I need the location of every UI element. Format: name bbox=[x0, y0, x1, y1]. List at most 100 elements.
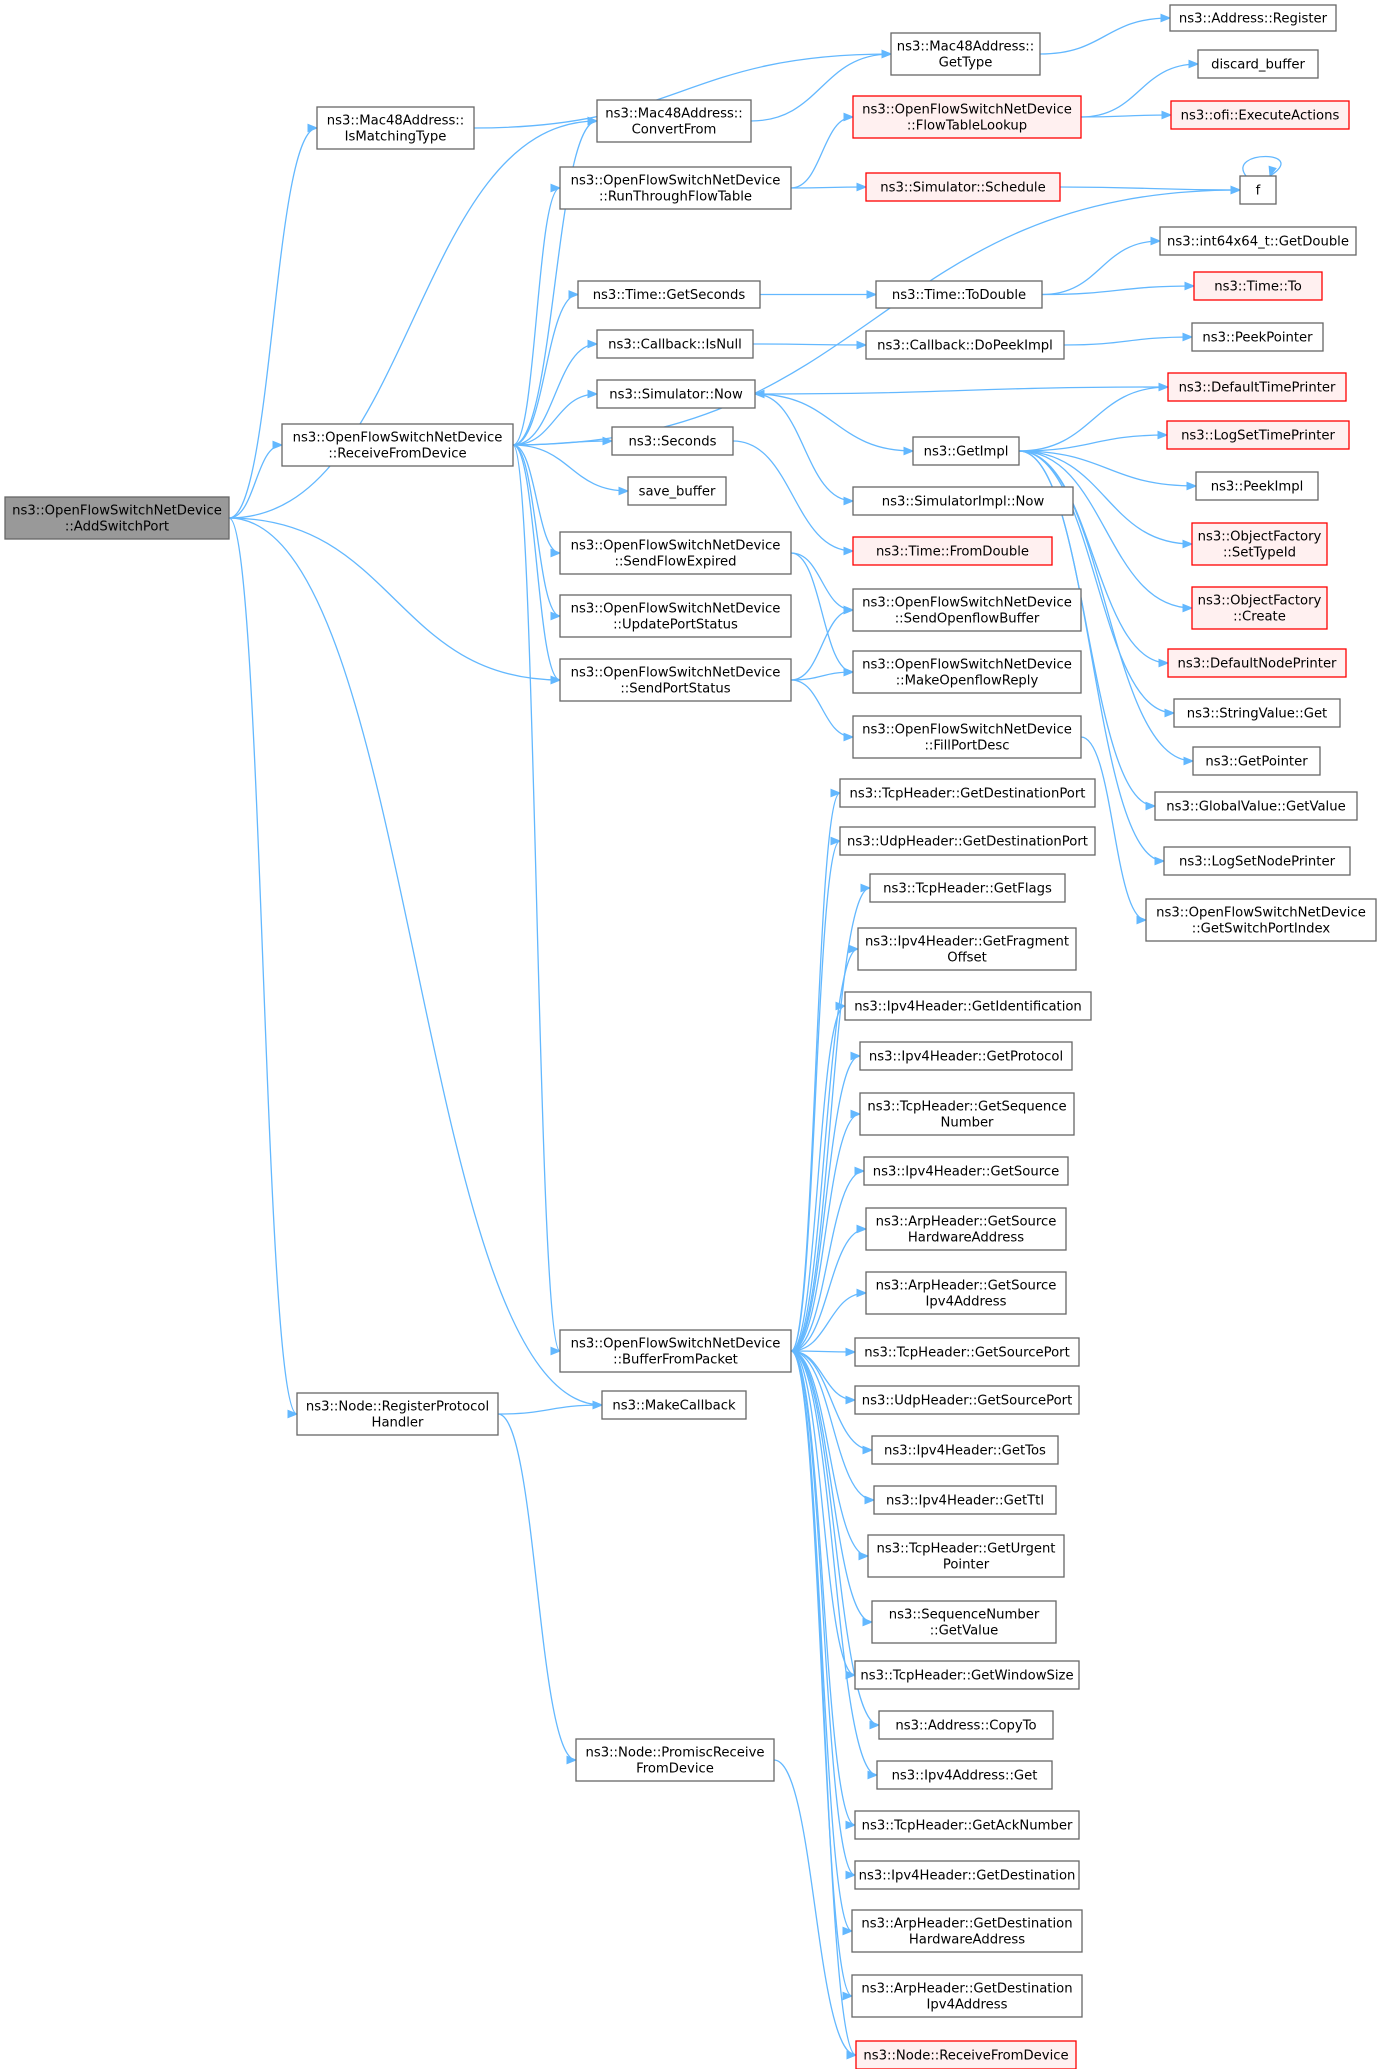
node-seqgetval[interactable]: ns3::SequenceNumber::GetValue bbox=[871, 1600, 1057, 1644]
node-isnull[interactable]: ns3::Callback::IsNull bbox=[596, 329, 754, 359]
edge-buffrompkt-to-nodercv bbox=[790, 1350, 858, 2060]
edge-arrowhead bbox=[856, 1224, 868, 1234]
node-box bbox=[1173, 698, 1341, 728]
node-timeto[interactable]: ns3::Time::To bbox=[1193, 271, 1323, 301]
node-ismatch[interactable]: ns3::Mac48Address::IsMatchingType bbox=[316, 106, 475, 150]
edge-line bbox=[1018, 434, 1168, 452]
edge-dopeek-to-peekptr bbox=[1063, 332, 1194, 346]
node-makecb[interactable]: ns3::MakeCallback bbox=[601, 1390, 747, 1420]
node-udpdstport[interactable]: ns3::UdpHeader::GetDestinationPort bbox=[839, 826, 1096, 856]
edge-arrowhead bbox=[568, 290, 580, 299]
node-saveb[interactable]: save_buffer bbox=[627, 476, 727, 506]
node-tcpack[interactable]: ns3::TcpHeader::GetAckNumber bbox=[854, 1810, 1080, 1840]
node-sendportstat[interactable]: ns3::OpenFlowSwitchNetDevice::SendPortSt… bbox=[559, 658, 792, 702]
node-ipv4ident[interactable]: ns3::Ipv4Header::GetIdentification bbox=[844, 991, 1092, 1021]
node-dopeek[interactable]: ns3::Callback::DoPeekImpl bbox=[865, 330, 1065, 360]
node-convfrom[interactable]: ns3::Mac48Address::ConvertFrom bbox=[596, 99, 752, 143]
node-arpdsthw[interactable]: ns3::ArpHeader::GetDestinationHardwareAd… bbox=[851, 1909, 1083, 1953]
edge-arrowhead bbox=[587, 389, 599, 399]
node-logsetnode[interactable]: ns3::LogSetNodePrinter bbox=[1163, 846, 1351, 876]
node-label: ns3::GetPointer bbox=[1205, 755, 1308, 770]
node-seconds[interactable]: ns3::Seconds bbox=[611, 426, 734, 456]
node-ipv4proto[interactable]: ns3::Ipv4Header::GetProtocol bbox=[859, 1041, 1073, 1071]
node-getimpl[interactable]: ns3::GetImpl bbox=[912, 436, 1020, 466]
node-ipv4src[interactable]: ns3::Ipv4Header::GetSource bbox=[863, 1156, 1069, 1186]
node-ipv4dst[interactable]: ns3::Ipv4Header::GetDestination bbox=[854, 1860, 1080, 1890]
node-simimplnow[interactable]: ns3::SimulatorImpl::Now bbox=[852, 486, 1074, 516]
node-fromdouble[interactable]: ns3::Time::FromDouble bbox=[852, 536, 1053, 566]
edge-arrowhead bbox=[1188, 59, 1200, 69]
node-getdouble[interactable]: ns3::int64x64_t::GetDouble bbox=[1159, 226, 1357, 256]
edge-line bbox=[512, 444, 561, 617]
node-schedule[interactable]: ns3::Simulator::Schedule bbox=[865, 172, 1061, 202]
node-ipv4ttl[interactable]: ns3::Ipv4Header::GetTtl bbox=[873, 1485, 1057, 1515]
node-box bbox=[601, 1390, 747, 1420]
node-ftlookup[interactable]: ns3::OpenFlowSwitchNetDevice::FlowTableL… bbox=[852, 95, 1082, 139]
node-label: ns3::Ipv4Header::GetProtocol bbox=[869, 1050, 1063, 1065]
node-defnode[interactable]: ns3::DefaultNodePrinter bbox=[1167, 648, 1347, 678]
node-label: ns3::Callback::DoPeekImpl bbox=[877, 339, 1053, 354]
node-peekimpl[interactable]: ns3::PeekImpl bbox=[1195, 471, 1319, 501]
node-getseconds[interactable]: ns3::Time::GetSeconds bbox=[577, 280, 761, 309]
node-makeofreply[interactable]: ns3::OpenFlowSwitchNetDevice::MakeOpenfl… bbox=[852, 650, 1082, 694]
node-getswidx[interactable]: ns3::OpenFlowSwitchNetDevice::GetSwitchP… bbox=[1145, 898, 1377, 942]
node-tcpsrcport[interactable]: ns3::TcpHeader::GetSourcePort bbox=[854, 1337, 1080, 1367]
node-todouble[interactable]: ns3::Time::ToDouble bbox=[875, 280, 1043, 309]
edge-arrowhead bbox=[1182, 539, 1194, 549]
node-ipv4get[interactable]: ns3::Ipv4Address::Get bbox=[876, 1760, 1053, 1790]
node-buffrompkt[interactable]: ns3::OpenFlowSwitchNetDevice::BufferFrom… bbox=[559, 1329, 792, 1373]
node-ipv4tos[interactable]: ns3::Ipv4Header::GetTos bbox=[871, 1435, 1059, 1465]
edge-root-to-ismatch bbox=[228, 123, 319, 519]
node-sendofbuf[interactable]: ns3::OpenFlowSwitchNetDevice::SendOpenfl… bbox=[852, 588, 1082, 632]
node-logsettime[interactable]: ns3::LogSetTimePrinter bbox=[1166, 420, 1350, 450]
node-nodercv[interactable]: ns3::Node::ReceiveFromDevice bbox=[855, 2040, 1077, 2069]
node-gvgetvalue[interactable]: ns3::GlobalValue::GetValue bbox=[1154, 791, 1358, 821]
node-box bbox=[1195, 471, 1319, 501]
edge-arrowhead bbox=[845, 1395, 857, 1405]
node-box bbox=[559, 531, 792, 575]
node-box bbox=[1239, 175, 1277, 205]
edge-deftime-to-simnow bbox=[753, 386, 1169, 399]
edge-convfrom-to-gettype bbox=[750, 49, 893, 122]
node-deftime[interactable]: ns3::DefaultTimePrinter bbox=[1167, 372, 1347, 402]
node-tcpwin[interactable]: ns3::TcpHeader::GetWindowSize bbox=[854, 1660, 1080, 1690]
node-ofcreate[interactable]: ns3::ObjectFactory::Create bbox=[1191, 586, 1328, 630]
edge-line bbox=[1242, 155, 1282, 177]
node-addrreg[interactable]: ns3::Address::Register bbox=[1169, 4, 1337, 32]
node-updateport[interactable]: ns3::OpenFlowSwitchNetDevice::UpdatePort… bbox=[559, 594, 792, 638]
node-tcpflags[interactable]: ns3::TcpHeader::GetFlags bbox=[869, 873, 1066, 903]
node-gettype[interactable]: ns3::Mac48Address::GetType bbox=[890, 32, 1041, 76]
node-box bbox=[865, 1271, 1067, 1315]
node-discard[interactable]: discard_buffer bbox=[1197, 49, 1319, 79]
node-label: ns3::Node::PromiscReceive bbox=[586, 1746, 765, 1761]
node-execact[interactable]: ns3::ofi::ExecuteActions bbox=[1170, 100, 1350, 130]
node-fillport[interactable]: ns3::OpenFlowSwitchNetDevice::FillPortDe… bbox=[852, 715, 1082, 759]
edge-buffrompkt-to-ipv4src bbox=[790, 1166, 866, 1352]
node-strget[interactable]: ns3::StringValue::Get bbox=[1173, 698, 1341, 728]
edge-runthrough-to-schedule bbox=[790, 182, 868, 192]
node-simnow[interactable]: ns3::Simulator::Now bbox=[596, 379, 756, 409]
node-f[interactable]: f bbox=[1239, 175, 1277, 205]
node-sendflowexp[interactable]: ns3::OpenFlowSwitchNetDevice::SendFlowEx… bbox=[559, 531, 792, 575]
node-getpointer[interactable]: ns3::GetPointer bbox=[1192, 746, 1321, 776]
node-box bbox=[1170, 100, 1350, 130]
node-runthrough[interactable]: ns3::OpenFlowSwitchNetDevice::RunThrough… bbox=[559, 166, 792, 210]
node-label: ::BufferFromPacket bbox=[613, 1353, 738, 1368]
node-recvfromdev[interactable]: ns3::OpenFlowSwitchNetDevice::ReceiveFro… bbox=[281, 423, 514, 467]
node-udpsrcport[interactable]: ns3::UdpHeader::GetSourcePort bbox=[854, 1385, 1080, 1415]
node-tcpdstport[interactable]: ns3::TcpHeader::GetDestinationPort bbox=[839, 778, 1096, 808]
node-addrcopy[interactable]: ns3::Address::CopyTo bbox=[878, 1710, 1054, 1740]
node-root[interactable]: ns3::OpenFlowSwitchNetDevice::AddSwitchP… bbox=[4, 496, 230, 540]
node-peekptr[interactable]: ns3::PeekPointer bbox=[1191, 322, 1324, 352]
node-ofsettype[interactable]: ns3::ObjectFactory::SetTypeId bbox=[1191, 522, 1328, 566]
node-arpdstip[interactable]: ns3::ArpHeader::GetDestinationIpv4Addres… bbox=[851, 1974, 1083, 2018]
edge-line bbox=[473, 53, 892, 129]
node-box bbox=[839, 826, 1096, 856]
